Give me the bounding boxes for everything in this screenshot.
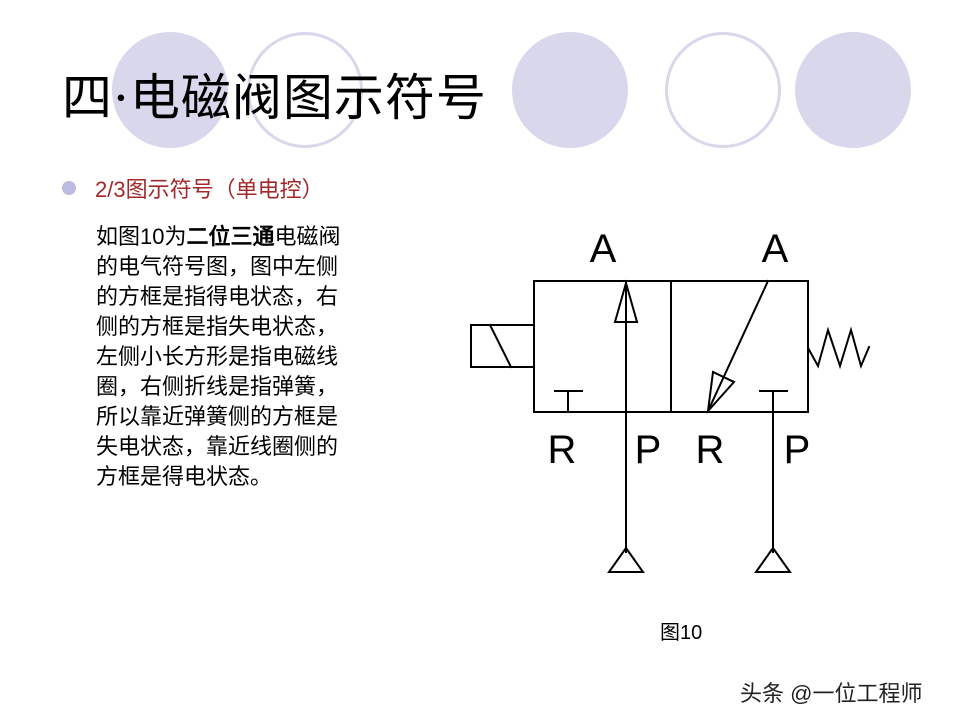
bullet-icon	[62, 181, 76, 195]
decor-circle-2	[247, 32, 363, 148]
body-line: 失电状态，靠近线圈侧的	[96, 434, 339, 459]
decor-circle-3	[512, 32, 628, 148]
body-line: 的方框是指得电状态，右	[96, 284, 339, 309]
port-label-a-left: A	[590, 227, 617, 271]
port-label-p-right: P	[784, 428, 811, 472]
spring-icon	[806, 326, 871, 370]
figure-caption: 图10	[660, 622, 703, 644]
port-label-r-left: R	[548, 428, 577, 472]
body-paragraph: 如图10为二位三通电磁阀 的电气符号图，图中左侧 的方框是指得电状态，右 侧的方…	[96, 222, 396, 492]
port-label-p-left: P	[635, 428, 662, 472]
coil-icon	[470, 324, 535, 368]
body-line: 左侧小长方形是指电磁线	[96, 344, 339, 369]
decor-circle-1	[112, 32, 228, 148]
body-line: 侧的方框是指失电状态，	[96, 314, 339, 339]
slide-title: 四·电磁阀图示符号	[62, 69, 487, 127]
decor-circle-4	[665, 32, 781, 148]
body-line: 的电气符号图，图中左侧	[96, 254, 339, 279]
supply-triangle-right	[754, 546, 792, 573]
port-label-r-right: R	[696, 428, 725, 472]
supply-triangle-left	[607, 546, 645, 573]
port-label-a-right: A	[762, 227, 789, 271]
watermark: 头条 @一位工程师	[740, 681, 923, 706]
body-line: 方框是得电状态。	[96, 464, 273, 489]
bullet-label: 2/3图示符号（单电控）	[95, 177, 324, 202]
body-line: 如图10为二位三通电磁阀	[96, 224, 341, 249]
body-line: 所以靠近弹簧侧的方框是	[96, 404, 339, 429]
decor-circle-5	[795, 32, 911, 148]
body-line: 圈，右侧折线是指弹簧，	[96, 374, 339, 399]
